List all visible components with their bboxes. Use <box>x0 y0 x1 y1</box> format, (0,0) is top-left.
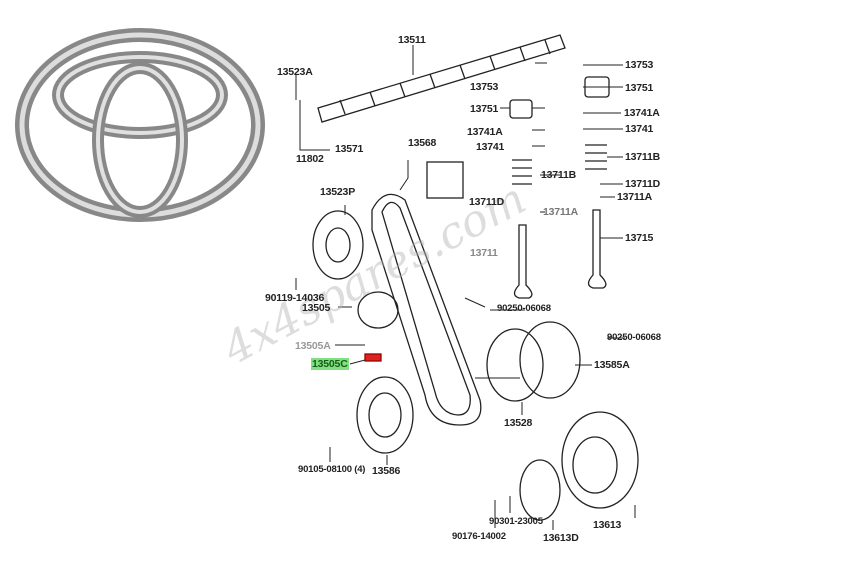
part-label[interactable]: 13741 <box>476 141 505 153</box>
part-label[interactable]: 90176-14002 <box>452 531 506 542</box>
part-label[interactable]: 13741A <box>624 107 660 119</box>
part-label[interactable]: 90250-06068 <box>607 332 661 343</box>
part-label[interactable]: 13523A <box>277 66 313 78</box>
exhaust-valve <box>587 209 607 289</box>
part-label[interactable]: 13715 <box>625 232 654 244</box>
crank-timing-pulley <box>486 328 544 402</box>
part-label[interactable]: 13523P <box>320 186 356 198</box>
part-label[interactable]: 13505A <box>295 340 331 352</box>
part-label[interactable]: 13741A <box>467 126 503 138</box>
crank-pulley-guide <box>356 376 414 454</box>
part-label[interactable]: 13613D <box>543 532 579 544</box>
camshaft-pulley <box>312 210 364 280</box>
part-label[interactable]: 90250-06068 <box>497 303 551 314</box>
toyota-logo <box>15 28 265 222</box>
part-label[interactable]: 13711D <box>469 196 505 208</box>
crank-pulley <box>561 411 639 509</box>
part-label[interactable]: 13711A <box>543 206 579 218</box>
belt-label-card <box>426 161 464 199</box>
part-label[interactable]: 13585A <box>594 359 630 371</box>
part-label[interactable]: 13586 <box>372 465 401 477</box>
part-label[interactable]: 13711B <box>541 169 577 181</box>
part-label[interactable]: 13571 <box>335 143 364 155</box>
timing-belt <box>371 193 482 426</box>
part-label-highlighted[interactable]: 13505C <box>311 358 349 370</box>
part-label[interactable]: 13711 <box>470 247 498 259</box>
part-label[interactable]: 13753 <box>625 59 654 71</box>
spring-b <box>585 144 607 170</box>
intake-valve <box>513 224 533 299</box>
part-label[interactable]: 13751 <box>625 82 654 94</box>
part-label[interactable]: 11802 <box>296 153 324 165</box>
part-label[interactable]: 13528 <box>504 417 533 429</box>
part-label[interactable]: 90105-08100 (4) <box>298 464 366 475</box>
part-label[interactable]: 13751 <box>470 103 499 115</box>
part-label[interactable]: 90301-23005 <box>489 516 543 527</box>
tensioner <box>357 291 399 329</box>
part-label[interactable]: 13613 <box>593 519 622 531</box>
part-label[interactable]: 13741 <box>625 123 654 135</box>
part-label[interactable]: 13511 <box>398 34 426 46</box>
camshaft <box>317 34 566 123</box>
spring-pin <box>364 353 382 362</box>
spring-a <box>512 159 532 185</box>
part-label[interactable]: 13711A <box>617 191 653 203</box>
part-label[interactable]: 13711B <box>625 151 661 163</box>
oil-seal <box>519 459 561 521</box>
part-label[interactable]: 13711D <box>625 178 661 190</box>
part-label[interactable]: 13505 <box>302 302 331 314</box>
part-label[interactable]: 90119-14036 <box>265 292 325 304</box>
part-label[interactable]: 13753 <box>470 81 499 93</box>
part-label[interactable]: 13568 <box>408 137 437 149</box>
